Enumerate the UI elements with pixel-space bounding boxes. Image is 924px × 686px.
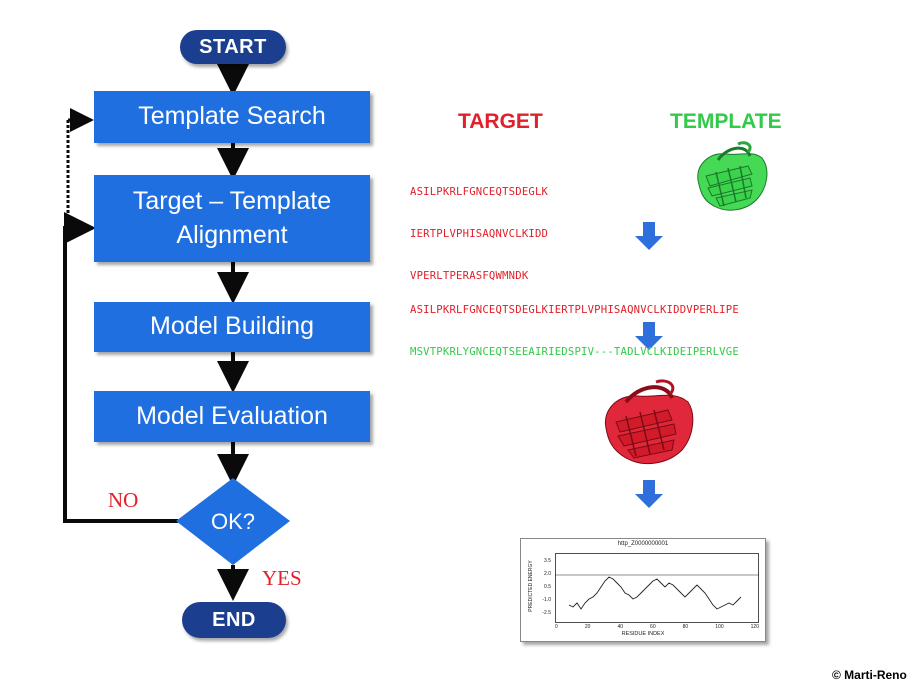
step-model-evaluation-label: Model Evaluation (136, 401, 328, 430)
target-sequence-line: IERTPLVPHISAQNVCLKIDD (410, 228, 549, 240)
plot-ytick: 3.5 (544, 558, 551, 564)
decision-label-box: OK? (176, 478, 290, 565)
decision-label: OK? (210, 508, 256, 534)
alignment-block: ASILPKRLFGNCEQTSDEGLKIERTPLVPHISAQNVCLKI… (410, 275, 739, 373)
step-template-search-label: Template Search (138, 102, 326, 131)
workflow-arrows (635, 222, 663, 508)
plot-xtick: 80 (682, 624, 689, 630)
down-arrow-1 (635, 222, 663, 250)
plot-title: http_Z0000000001 (617, 541, 669, 547)
plot-xtick: 100 (715, 624, 724, 630)
step-model-building: Model Building (94, 302, 370, 352)
plot-xtick: 0 (555, 624, 558, 630)
template-structure-image (697, 141, 768, 211)
end-label: END (212, 608, 256, 631)
no-label: NO (108, 488, 139, 512)
model-structure-image (604, 379, 694, 464)
yes-label: YES (262, 566, 302, 590)
alignment-target-line: ASILPKRLFGNCEQTSDEGLKIERTPLVPHISAQNVCLKI… (410, 304, 739, 316)
template-heading: TEMPLATE (670, 110, 782, 133)
plot-xtick: 40 (617, 624, 623, 630)
plot-xticks: 0 20 40 60 80 100 120 (555, 624, 759, 630)
plot-ytick: 0.5 (544, 584, 551, 590)
step-alignment: Target – Template Alignment (94, 175, 370, 262)
plot-xtick: 60 (650, 624, 656, 630)
plot-xtick: 120 (750, 624, 759, 630)
decision-diamond (176, 478, 290, 565)
alignment-template-line: MSVTPKRLYGNCEQTSEEAIRIEDSPIV---TADLVCLKI… (410, 346, 739, 358)
step-template-search: Template Search (94, 91, 370, 143)
target-sequence-line: ASILPKRLFGNCEQTSDEGLK (410, 186, 549, 198)
down-arrow-2 (635, 322, 663, 350)
target-sequence: ASILPKRLFGNCEQTSDEGLK IERTPLVPHISAQNVCLK… (410, 157, 548, 297)
end-terminal: END (182, 602, 286, 638)
plot-energy-curve (568, 576, 742, 610)
step-alignment-line2: Alignment (176, 220, 288, 249)
plot-ytick: -1.0 (542, 597, 551, 603)
step-alignment-line1: Target – Template (132, 186, 332, 215)
target-heading: TARGET (458, 110, 543, 133)
plot-ytick: -2.5 (542, 610, 551, 616)
plot-area (555, 553, 759, 623)
start-terminal: START (180, 30, 286, 64)
plot-ytick: 2.0 (544, 571, 551, 577)
copyright-notice: © Marti-Reno (832, 668, 907, 682)
plot-yticks: 3.5 2.0 0.5 -1.0 -2.5 (533, 555, 551, 620)
energy-plot: http_Z0000000001 PREDICTED ENERGY 3.5 2.… (520, 538, 766, 642)
start-label: START (199, 35, 267, 58)
plot-xtick: 20 (584, 624, 591, 630)
plot-xlabel: RESIDUE INDEX (621, 631, 665, 637)
arrow-no-loop (63, 212, 178, 523)
step-model-evaluation: Model Evaluation (94, 391, 370, 442)
step-model-building-label: Model Building (150, 312, 314, 341)
down-arrow-3 (635, 480, 663, 508)
target-sequence-line: VPERLTPERASFQWMNDK (410, 270, 529, 282)
